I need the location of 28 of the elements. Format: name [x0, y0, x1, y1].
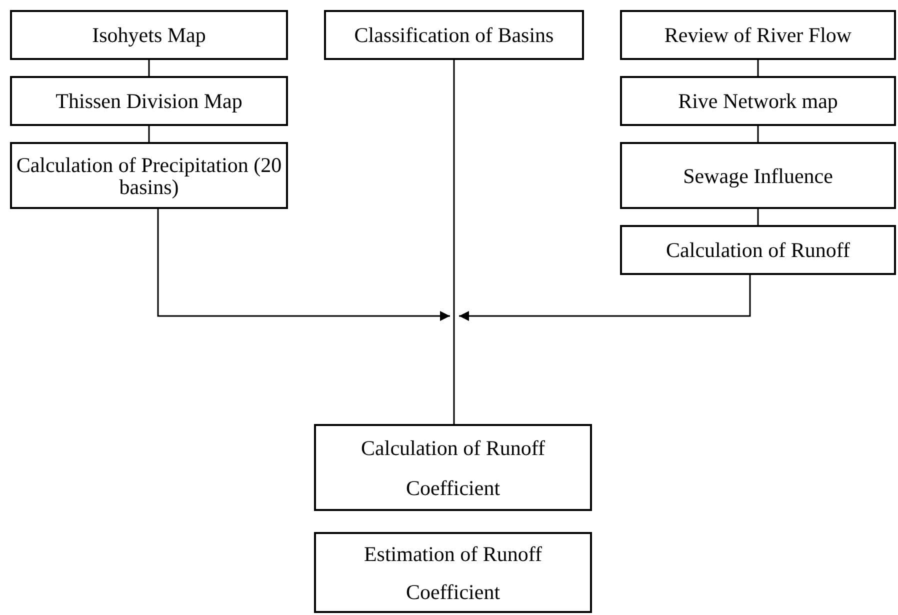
connector-line — [148, 60, 150, 76]
connector-line — [148, 126, 150, 142]
process-box — [314, 424, 592, 511]
box-label: Calculation of Runoff — [666, 238, 850, 262]
box-label: Isohyets Map — [92, 23, 206, 47]
process-box — [10, 142, 288, 209]
process-box — [10, 76, 288, 126]
box-label: Rive Network map — [678, 89, 838, 113]
connector-line — [757, 60, 759, 76]
process-box — [620, 142, 896, 209]
process-box — [10, 10, 288, 60]
process-box — [620, 225, 896, 275]
connector-line — [757, 209, 759, 225]
box-label: Calculation of Precipitation (20 basins) — [16, 154, 282, 198]
box-label: Sewage Influence — [683, 164, 833, 188]
box-label: Review of River Flow — [664, 23, 852, 47]
box-label: Classification of Basins — [354, 23, 554, 47]
process-box — [314, 532, 592, 613]
process-box — [620, 76, 896, 126]
process-box — [324, 10, 584, 60]
box-label: Estimation of Runoff Coefficient — [362, 540, 544, 606]
process-box — [620, 10, 896, 60]
connector-line — [757, 126, 759, 142]
box-label: Calculation of Runoff Coefficient — [360, 434, 546, 502]
connector-line — [453, 60, 455, 424]
connector-line — [459, 275, 751, 321]
box-label: Thissen Division Map — [56, 89, 242, 113]
connector-line — [157, 209, 450, 321]
